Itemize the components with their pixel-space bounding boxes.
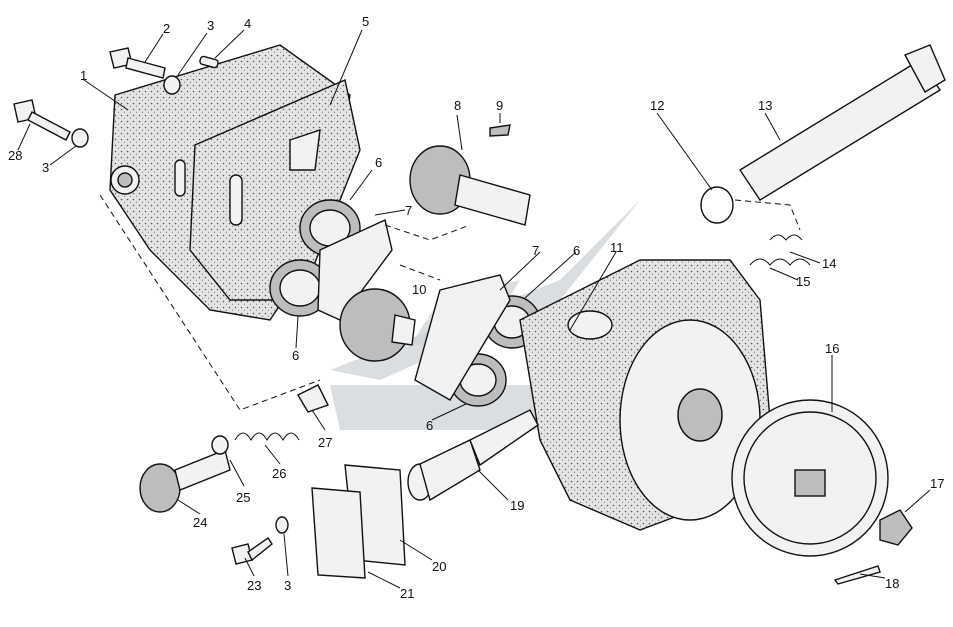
callout-label: 1 [80, 68, 87, 83]
callout-label: 12 [650, 98, 664, 113]
washer-part [211, 435, 229, 455]
callout-labels: 1 2 3 4 5 28 3 6 7 8 9 12 13 14 15 10 7 … [8, 14, 944, 601]
callout-label: 3 [42, 160, 49, 175]
callout-label: 6 [292, 348, 299, 363]
assembly-line [384, 224, 471, 241]
callout-label: 9 [496, 98, 503, 113]
bolt-part [231, 537, 273, 565]
callout-label: 5 [362, 14, 369, 29]
callout-label: 14 [822, 256, 836, 271]
callout-label: 28 [8, 148, 22, 163]
callout-label: 6 [375, 155, 382, 170]
assembly-line [734, 199, 801, 231]
plate-part [317, 219, 393, 321]
castle-nut-part [879, 509, 913, 546]
valve-part [407, 409, 539, 502]
callout-label: 7 [405, 203, 412, 218]
gasket-part [311, 487, 366, 579]
callout-label: 7 [532, 243, 539, 258]
callout-label: 3 [284, 578, 291, 593]
washer-part [71, 128, 89, 148]
bolt-part [13, 99, 71, 141]
callout-label: 19 [510, 498, 524, 513]
callout-label: 2 [163, 21, 170, 36]
callout-label: 24 [193, 515, 207, 530]
callout-label: 20 [432, 559, 446, 574]
shaft-part [739, 44, 946, 201]
plug-part [139, 449, 231, 513]
spur-gear-part [731, 399, 889, 557]
spring-part [769, 234, 803, 241]
callout-label: 18 [885, 576, 899, 591]
washer-part [163, 75, 181, 95]
callout-label: 25 [236, 490, 250, 505]
leader-lines [17, 29, 931, 589]
cotter-pin-part [833, 565, 881, 585]
callout-label: 4 [244, 16, 251, 31]
callout-label: 15 [796, 274, 810, 289]
callout-label: 3 [207, 18, 214, 33]
driven-gear-part [339, 288, 416, 362]
callout-label: 6 [573, 243, 580, 258]
bearing-part [269, 259, 331, 317]
drive-gear-part [409, 145, 531, 226]
callout-label: 6 [426, 418, 433, 433]
pin-part [199, 55, 219, 69]
pump-housing-part [519, 259, 771, 531]
callout-label: 10 [412, 282, 426, 297]
bolt-part [109, 47, 166, 79]
assembly-line [99, 194, 321, 411]
spring-part [749, 258, 811, 266]
spring-part [234, 432, 300, 442]
washer-part [275, 516, 289, 534]
callout-label: 21 [400, 586, 414, 601]
callout-label: 17 [930, 476, 944, 491]
callout-label: 11 [610, 240, 624, 255]
o-ring-part [700, 186, 734, 224]
callout-label: 13 [758, 98, 772, 113]
callout-label: 27 [318, 435, 332, 450]
callout-label: 26 [272, 466, 286, 481]
callout-label: 16 [825, 341, 839, 356]
callout-label: 23 [247, 578, 261, 593]
callout-label: 8 [454, 98, 461, 113]
plunger-part [297, 384, 329, 413]
plate-part [414, 274, 511, 401]
key-part [489, 124, 511, 137]
assembly-line [399, 264, 441, 281]
